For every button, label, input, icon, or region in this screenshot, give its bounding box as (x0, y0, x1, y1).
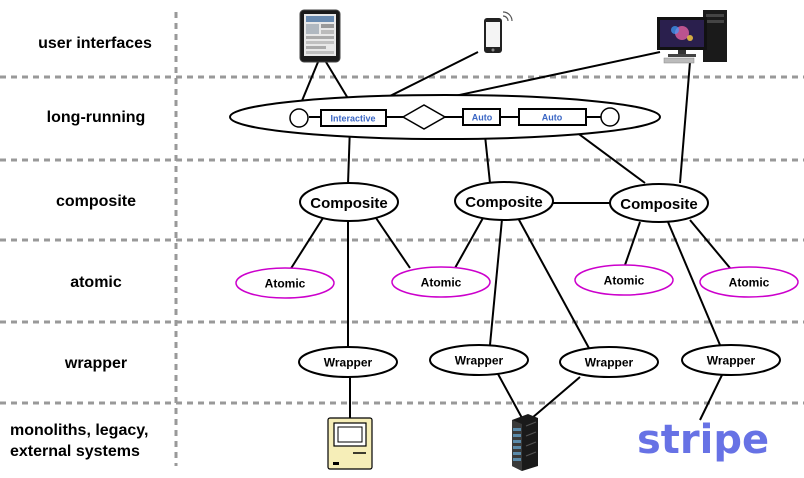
layer-dividers (0, 12, 804, 466)
start-event-circle (289, 108, 309, 128)
edge (375, 217, 411, 269)
layer-label-atomic: atomic (70, 274, 122, 291)
wrapper-nodes: Wrapper Wrapper Wrapper Wrapper (298, 344, 781, 378)
auto-task-label-2: Auto (542, 113, 563, 123)
wrapper-label-1: Wrapper (324, 356, 373, 370)
edge (667, 221, 721, 346)
end-event-circle (600, 107, 620, 127)
composite-nodes: Composite Composite Composite (299, 181, 709, 223)
desktop-computer-icon (657, 10, 727, 64)
atomic-node-3 (574, 264, 674, 296)
auto-task-label-1: Auto (472, 113, 493, 123)
gateway-diamond (401, 104, 447, 130)
connectors (289, 51, 731, 421)
wrapper-node-2 (429, 344, 529, 376)
wrapper-label-4: Wrapper (707, 354, 756, 368)
edge (489, 218, 503, 346)
auto-task-box-2 (518, 108, 587, 126)
edge (497, 373, 523, 419)
tablet-icon (299, 9, 341, 63)
edge (289, 217, 324, 271)
edge (454, 217, 484, 269)
composite-label-1: Composite (310, 195, 388, 212)
smartphone-icon (484, 11, 513, 53)
atomic-node-1 (235, 267, 335, 299)
wrapper-label-3: Wrapper (585, 356, 634, 370)
composite-node-3 (609, 183, 709, 223)
edge (531, 376, 581, 419)
layer-label-systems-line2: external systems (10, 443, 140, 460)
wrapper-node-3 (559, 346, 659, 378)
composite-label-3: Composite (620, 196, 698, 213)
atomic-label-3: Atomic (604, 274, 645, 288)
atomic-node-2 (391, 266, 491, 298)
legacy-computer-icon (327, 417, 373, 470)
layer-label-composite: composite (56, 193, 136, 210)
edge (699, 374, 723, 421)
layer-label-systems-line1: monoliths, legacy, (10, 422, 148, 439)
wrapper-node-4 (681, 344, 781, 376)
edge (624, 221, 641, 266)
wrapper-label-2: Wrapper (455, 354, 504, 368)
atomic-nodes: Atomic Atomic Atomic Atomic (235, 264, 799, 299)
auto-task-box-1 (462, 108, 501, 126)
edge (567, 125, 646, 184)
server-rack-icon (512, 414, 538, 471)
wrapper-node-1 (298, 346, 398, 378)
edge (679, 61, 691, 184)
composite-label-2: Composite (465, 194, 543, 211)
interactive-task-label: Interactive (330, 114, 375, 124)
long-running-process: Interactive Auto Auto (229, 94, 661, 140)
stripe-logo: stripe (637, 417, 769, 463)
composite-node-2 (454, 181, 554, 221)
atomic-label-2: Atomic (421, 276, 462, 290)
layer-label-long-running: long-running (47, 109, 146, 126)
interactive-task-box (320, 109, 387, 127)
layer-label-wrapper: wrapper (64, 355, 127, 372)
edge (689, 219, 731, 269)
edge (517, 217, 591, 351)
atomic-label-1: Atomic (265, 277, 306, 291)
atomic-node-4 (699, 266, 799, 298)
atomic-label-4: Atomic (729, 276, 770, 290)
layer-label-user-interfaces: user interfaces (38, 35, 152, 52)
composite-node-1 (299, 182, 399, 222)
